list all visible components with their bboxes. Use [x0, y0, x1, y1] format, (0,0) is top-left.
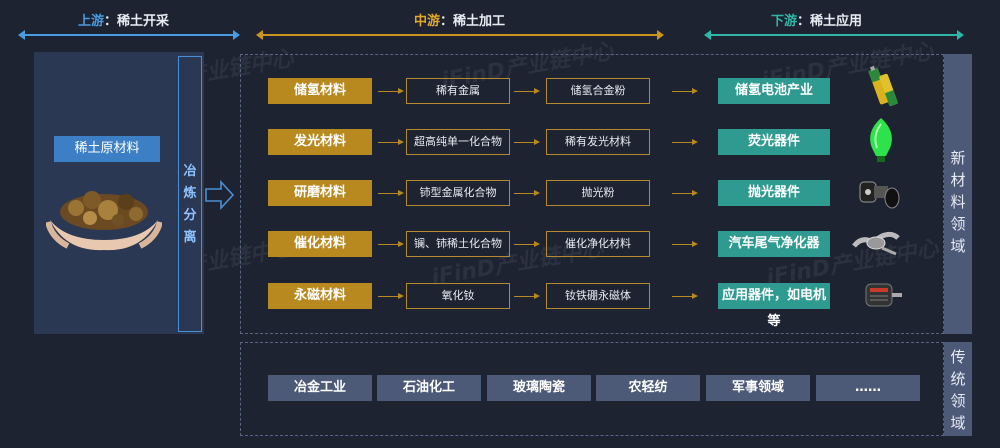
application-box: 汽车尾气净化器	[718, 231, 830, 257]
flow-arrow	[378, 88, 404, 94]
new-materials-panel	[240, 54, 944, 334]
upstream-span-arrow	[18, 30, 240, 40]
process-step-2: 催化净化材料	[546, 231, 650, 257]
application-box: 荧光器件	[718, 129, 830, 155]
green-bulb-icon	[870, 118, 892, 162]
stage-name: 中游	[414, 14, 441, 29]
traditional-label: 传统领域	[944, 342, 972, 436]
traditional-item: 农轻纺	[596, 375, 700, 401]
material-box: 发光材料	[268, 129, 372, 155]
material-box: 催化材料	[268, 231, 372, 257]
battery-icon	[868, 65, 898, 107]
traditional-item-more: ……	[816, 375, 920, 401]
application-box: 储氢电池产业	[718, 78, 830, 104]
traditional-item: 玻璃陶瓷	[487, 375, 591, 401]
application-box: 抛光器件	[718, 180, 830, 206]
process-step-2: 稀有发光材料	[546, 129, 650, 155]
traditional-item: 石油化工	[377, 375, 481, 401]
ore-in-hands-icon	[46, 191, 162, 251]
process-step-2: 钕铁硼永磁体	[546, 283, 650, 309]
process-step-1: 镧、铈稀土化合物	[406, 231, 510, 257]
flow-arrow	[672, 139, 698, 145]
material-box: 研磨材料	[268, 180, 372, 206]
motor-icon	[865, 283, 902, 307]
polisher-icon	[859, 181, 900, 209]
application-box: 应用器件，如电机等	[718, 283, 830, 329]
midstream-span-arrow	[256, 30, 664, 40]
flow-arrow	[514, 88, 540, 94]
traditional-item: 冶金工业	[268, 375, 372, 401]
flow-arrow	[672, 190, 698, 196]
flow-arrow	[672, 88, 698, 94]
stage-title-downstream: 下游：稀土应用	[771, 14, 863, 29]
flow-arrow	[378, 241, 404, 247]
flow-arrow	[514, 139, 540, 145]
smelting-separation-box: 冶 炼 分 离	[178, 56, 202, 332]
new-materials-label: 新材料领域	[944, 54, 972, 334]
process-step-1: 超高纯单一化合物	[406, 129, 510, 155]
process-step-2: 储氢合金粉	[546, 78, 650, 104]
flow-arrow	[672, 293, 698, 299]
exhaust-pipe-icon	[852, 231, 900, 256]
raw-material-label: 稀土原材料	[54, 136, 160, 162]
flow-arrow-icon	[205, 180, 235, 210]
process-step-2: 抛光粉	[546, 180, 650, 206]
process-step-1: 稀有金属	[406, 78, 510, 104]
flow-arrow	[378, 190, 404, 196]
stage-title-upstream: 上游：稀土开采	[78, 14, 170, 29]
traditional-panel	[240, 342, 944, 436]
flow-arrow	[378, 139, 404, 145]
process-step-1: 氧化钕	[406, 283, 510, 309]
downstream-span-arrow	[704, 30, 964, 40]
flow-arrow	[378, 293, 404, 299]
stage-name: 上游	[78, 14, 105, 29]
material-box: 储氢材料	[268, 78, 372, 104]
flow-arrow	[514, 241, 540, 247]
flow-arrow	[514, 190, 540, 196]
process-step-1: 铈型金属化合物	[406, 180, 510, 206]
flow-arrow	[514, 293, 540, 299]
stage-title-midstream: 中游：稀土加工	[414, 14, 506, 29]
material-box: 永磁材料	[268, 283, 372, 309]
upstream-panel	[34, 52, 204, 334]
flow-arrow	[672, 241, 698, 247]
traditional-item: 军事领域	[706, 375, 810, 401]
stage-name: 下游	[771, 14, 798, 29]
